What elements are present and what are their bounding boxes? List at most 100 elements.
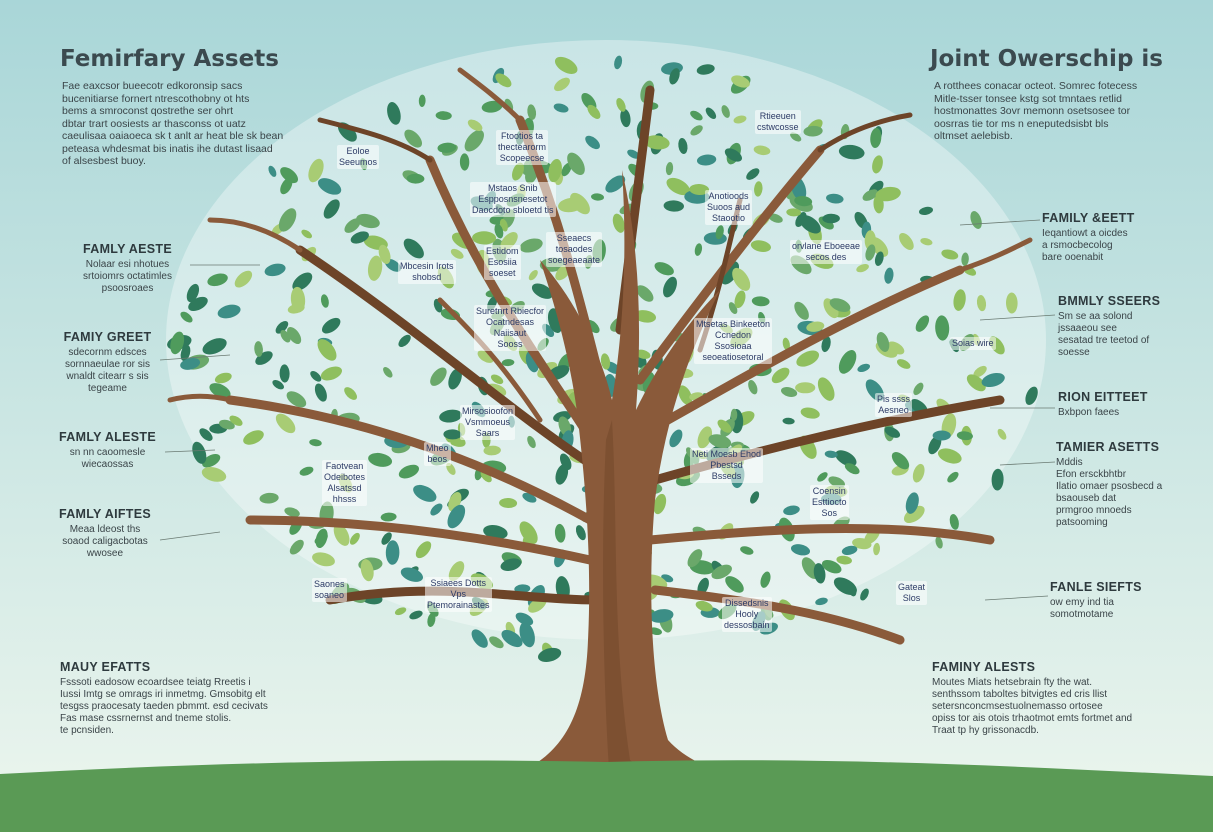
leaf xyxy=(678,385,693,406)
leaf xyxy=(956,431,973,441)
leaf xyxy=(721,105,730,118)
leaf xyxy=(600,353,611,370)
leaf xyxy=(857,363,870,373)
leaf xyxy=(976,295,987,312)
leaf xyxy=(794,301,809,320)
leaf xyxy=(961,252,969,266)
leaf xyxy=(754,181,763,197)
leaf xyxy=(725,576,744,593)
leaf xyxy=(636,285,654,302)
right-label-2-desc: Sm se aa solond jssaaeou see sesatad tre… xyxy=(1058,311,1150,358)
leaf xyxy=(394,607,407,616)
leaf xyxy=(290,286,306,313)
leaf xyxy=(750,240,771,252)
leaf xyxy=(201,466,227,482)
leaf xyxy=(280,167,299,184)
leaf xyxy=(180,311,193,323)
leaf xyxy=(367,255,383,281)
leaf xyxy=(941,249,959,260)
leaf xyxy=(666,177,690,196)
leaf xyxy=(690,125,703,136)
leaf xyxy=(750,491,760,504)
leaf xyxy=(400,567,424,582)
leaf xyxy=(259,492,279,504)
tree-label-22: Soias wire xyxy=(950,337,996,350)
leaf xyxy=(314,383,327,402)
leaf xyxy=(292,272,313,291)
leaf xyxy=(697,577,709,595)
leaf xyxy=(734,290,746,309)
right-label-6-title: FAMINY ALESTS xyxy=(932,660,1036,674)
leaf xyxy=(323,199,340,219)
leaf xyxy=(903,505,925,524)
leaf xyxy=(275,321,289,334)
leaf xyxy=(268,165,277,177)
leaf xyxy=(876,332,890,352)
leaf xyxy=(514,584,531,594)
leaf xyxy=(309,439,322,447)
leaf xyxy=(314,533,328,545)
leaf xyxy=(321,317,341,334)
leaf xyxy=(310,370,322,382)
right-label-4-desc: Mddis Efon ersckbhtbr Ilatio omaer psosb… xyxy=(1056,457,1163,528)
leaf xyxy=(731,75,750,88)
leaf xyxy=(254,341,263,357)
leaf xyxy=(1005,292,1018,314)
leaf xyxy=(905,492,919,514)
leaf xyxy=(836,555,852,565)
left-label-3-title: FAMLY ALESTE xyxy=(59,430,156,444)
leaf xyxy=(537,647,562,662)
leaf xyxy=(817,472,828,482)
leaf xyxy=(170,331,185,355)
leaf xyxy=(724,148,742,162)
left-label-2-title: FAMIY GREET xyxy=(63,330,152,344)
leaf xyxy=(862,189,878,201)
leaf xyxy=(696,154,717,166)
leaf xyxy=(847,582,857,597)
leaf xyxy=(733,115,747,124)
leaf xyxy=(697,426,713,449)
leaf xyxy=(1025,386,1038,406)
leaf xyxy=(320,294,329,308)
leaf xyxy=(627,149,640,159)
right-label-4: TAMIER ASETTS Mddis Efon ersckbhtbr Ilat… xyxy=(1056,440,1181,529)
leaf xyxy=(720,261,740,285)
leaf xyxy=(891,452,910,470)
leaf xyxy=(350,231,369,244)
leaf xyxy=(782,337,790,351)
leaf xyxy=(409,610,423,620)
branch xyxy=(645,523,995,545)
leaf xyxy=(669,429,683,448)
leaf xyxy=(796,350,820,367)
leaf xyxy=(385,540,400,565)
tree-label-5: Estidom Esosiia soeset xyxy=(484,245,521,280)
leaf xyxy=(824,450,838,458)
right-label-3-desc: Bxbpon faees xyxy=(1058,407,1120,418)
leaf xyxy=(841,545,858,556)
leaf xyxy=(663,200,684,212)
leaf xyxy=(875,186,901,202)
leaf xyxy=(821,336,831,353)
tree-label-8: Rtieeuen cstwcosse xyxy=(755,110,801,134)
tree-label-7: Anotioods Suoos aud Staootio xyxy=(705,190,753,225)
leaf xyxy=(349,532,360,545)
leaf xyxy=(234,270,253,288)
left-label-3-desc: sn nn caoomesle wiecaossas xyxy=(69,447,146,470)
leaf xyxy=(280,177,293,195)
leaf xyxy=(501,629,523,648)
right-label-1-desc: Ieqantiowt a oicdes a rsmocbecolog bare … xyxy=(1042,228,1128,263)
leaf xyxy=(450,248,464,259)
leaf xyxy=(430,503,443,516)
leaf xyxy=(368,452,393,467)
left-label-5-title: MAUY EFATTS xyxy=(60,660,151,674)
leaf xyxy=(202,453,221,468)
tree-label-20: Dissedsnis Hooly dessosbain xyxy=(722,597,772,632)
leaf xyxy=(813,563,826,584)
leader-line xyxy=(959,219,1041,226)
leaf xyxy=(443,429,462,440)
leaf xyxy=(243,430,264,445)
right-label-6-desc: Moutes Miats hetsebrain fty the wat. sen… xyxy=(932,677,1133,736)
leaf xyxy=(555,464,569,485)
leader-line xyxy=(159,531,221,541)
leaf xyxy=(711,564,732,580)
